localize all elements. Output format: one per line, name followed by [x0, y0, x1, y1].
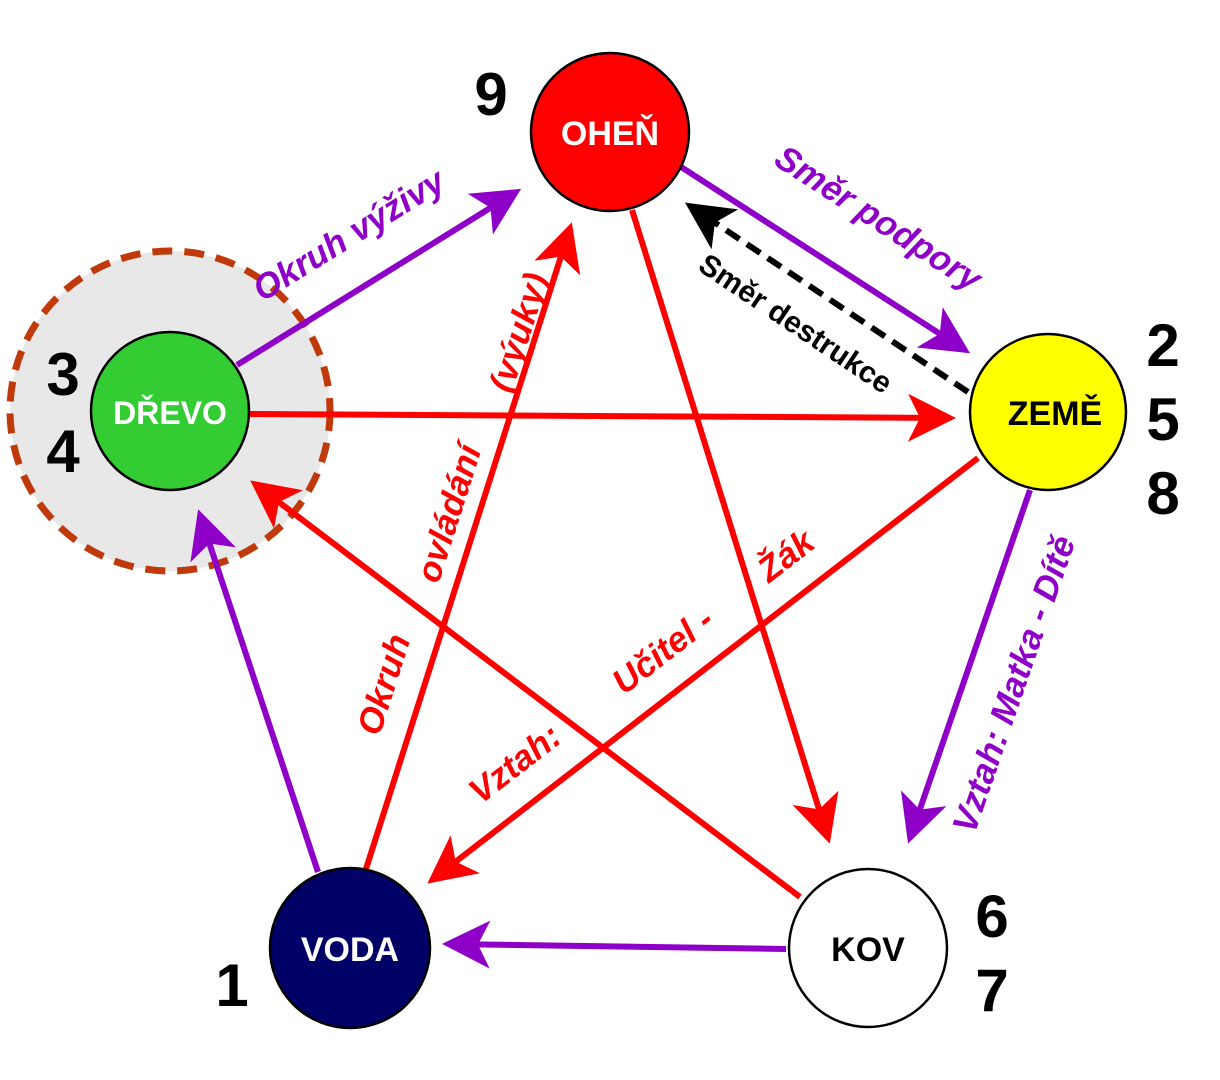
- label-okruh-vyzivy: Okruh výživy: [246, 160, 453, 309]
- node-kov: KOV: [787, 867, 949, 1029]
- arrow-zeme-to-kov: [901, 489, 1033, 844]
- node-voda-label: VODA: [301, 931, 399, 969]
- node-zeme-label: ZEMĚ: [1008, 395, 1102, 433]
- number-kov-2: 7: [975, 957, 1008, 1024]
- number-zeme-3: 8: [1146, 460, 1179, 527]
- label-vyuky: (výuky): [482, 268, 556, 397]
- arrow-voda-to-ohen: [362, 222, 581, 873]
- node-kov-label: KOV: [831, 931, 905, 969]
- arrow-zeme-to-voda: [427, 455, 980, 884]
- node-zeme: ZEMĚ: [968, 332, 1128, 492]
- arrow-ohen-to-zeme: [676, 162, 971, 354]
- node-kov-circle: [787, 867, 949, 1029]
- label-smer-destrukce: Směr destrukce: [693, 248, 898, 401]
- node-voda: VODA: [268, 866, 432, 1030]
- label-smer-podpory: Směr podpory: [768, 138, 990, 300]
- arrow-kov-to-drevo: [250, 480, 802, 900]
- node-ohen-label: OHEŇ: [561, 115, 659, 153]
- node-drevo-circle: [89, 330, 251, 492]
- node-drevo-label: DŘEVO: [113, 395, 227, 431]
- arrow-ohen-to-kov: [629, 209, 839, 844]
- number-voda-1: 1: [215, 952, 248, 1019]
- number-ohen-1: 9: [474, 61, 507, 128]
- node-voda-circle: [268, 866, 432, 1030]
- node-ohen-circle: [529, 51, 691, 213]
- arrow-voda-to-drevo: [190, 509, 321, 873]
- label-zak: Žák: [749, 520, 823, 590]
- number-zeme-2: 5: [1146, 386, 1179, 453]
- node-zeme-circle: [968, 332, 1128, 492]
- number-kov-1: 6: [975, 883, 1008, 950]
- label-vztah: Vztah:: [462, 716, 569, 811]
- label-ucitel: Učitel -: [605, 600, 721, 702]
- node-ohen: OHEŇ: [529, 51, 691, 213]
- label-okruh: Okruh: [350, 629, 418, 739]
- number-drevo-2: 4: [46, 418, 80, 485]
- arrow-drevo-to-ohen: [235, 188, 522, 368]
- arrow-drevo-to-zeme: [249, 393, 956, 442]
- number-zeme-1: 2: [1146, 312, 1179, 379]
- node-drevo: DŘEVO: [89, 330, 251, 492]
- arrow-zeme-to-ohen-destruction: [685, 202, 970, 395]
- number-drevo-1: 3: [46, 341, 79, 408]
- arrow-kov-to-voda: [442, 920, 787, 969]
